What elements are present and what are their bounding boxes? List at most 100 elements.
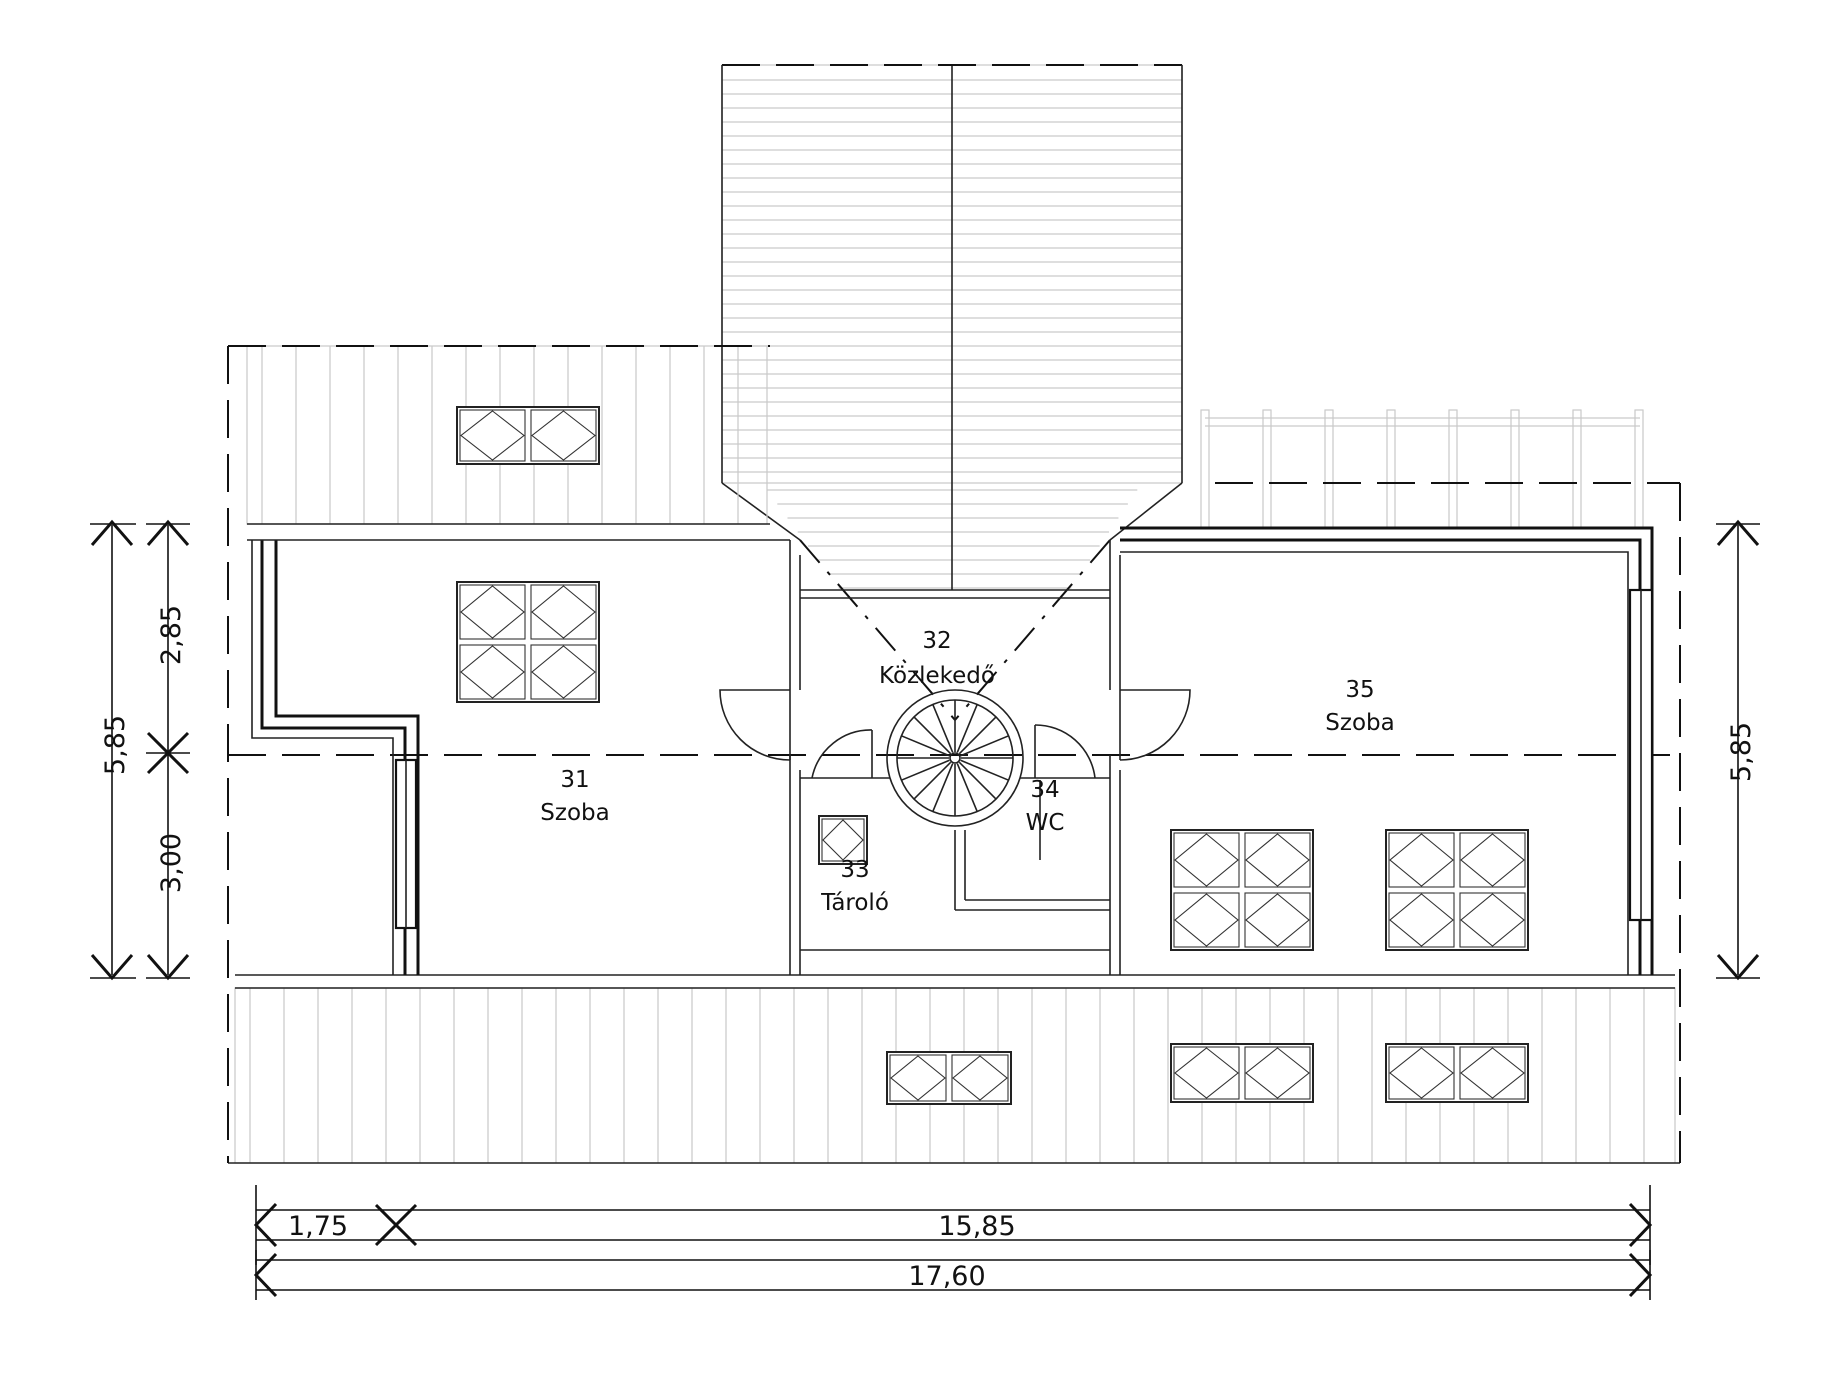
skylight-frame [456, 581, 600, 703]
skylight-diamond [460, 645, 525, 699]
skylight-diamond [531, 585, 596, 639]
skylight-pane [1459, 892, 1526, 948]
door-room31 [719, 689, 791, 761]
skylight-pane [1173, 892, 1240, 948]
room-33: 33 Tároló [820, 857, 889, 916]
terrace-railing [1200, 409, 1644, 529]
stair-tread [958, 716, 997, 755]
room-34: 34 WC [1026, 777, 1065, 836]
skylight-diamond [460, 410, 525, 461]
skylight-frame [1385, 829, 1529, 951]
outline-dashed [227, 346, 1681, 1163]
stair-tread [901, 759, 950, 781]
skylights [456, 406, 1529, 1105]
stair-tread [913, 761, 952, 800]
railing-post [1448, 409, 1458, 529]
window-right [1628, 588, 1654, 922]
skylight-pane [1173, 1046, 1240, 1100]
skylight [456, 406, 600, 465]
stair-tread [913, 716, 952, 755]
room-31-name: Szoba [540, 800, 609, 826]
skylight-pane [1388, 892, 1455, 948]
spiral-staircase [886, 689, 1024, 827]
skylight-diamond [822, 819, 864, 861]
skylight-pane [530, 584, 597, 640]
room-35: 35 Szoba [1325, 677, 1394, 736]
skylight-diamond [1245, 893, 1310, 947]
skylight-diamond [1245, 833, 1310, 887]
room-31: 31 Szoba [540, 767, 609, 826]
dim-left-split: 2,85 3,00 [146, 519, 190, 981]
dim-left-upper-label: 2,85 [156, 605, 187, 665]
room-32: 32 Közlekedő [879, 628, 995, 689]
stair-tread [901, 735, 950, 757]
skylight [1170, 829, 1314, 951]
skylight-pane [1244, 832, 1311, 888]
railing-post [1386, 409, 1396, 529]
skylight-pane [821, 818, 865, 862]
skylight-pane [951, 1054, 1009, 1102]
door-wc [1034, 724, 1096, 779]
skylight-pane [530, 644, 597, 700]
skylight-diamond [1174, 893, 1239, 947]
skylight-pane [1388, 832, 1455, 888]
skylight-pane [530, 409, 597, 462]
room-32-number: 32 [922, 628, 951, 654]
skylight-pane [459, 409, 526, 462]
skylight-pane [1173, 832, 1240, 888]
skylight [886, 1051, 1012, 1105]
skylight-frame [818, 815, 868, 865]
room-31-number: 31 [560, 767, 589, 793]
skylight [1385, 1043, 1529, 1103]
dim-left-total-label: 5,85 [100, 715, 131, 775]
room-32-name: Közlekedő [879, 663, 995, 689]
dim-right-total: 5,85 [1716, 519, 1760, 981]
skylight-frame [1170, 1043, 1314, 1103]
stair-tread [956, 763, 978, 812]
skylight-pane [1244, 1046, 1311, 1100]
dim-bottom-left-label: 1,75 [288, 1211, 348, 1242]
skylight-frame [456, 406, 600, 465]
room-35-number: 35 [1345, 677, 1374, 703]
skylight-diamond [1389, 833, 1454, 887]
skylight-diamond [952, 1055, 1008, 1101]
stair-tread [932, 704, 954, 753]
dim-bottom-split: 1,75 15,85 [253, 1185, 1653, 1265]
skylight-frame [886, 1051, 1012, 1105]
railing-post [1510, 409, 1520, 529]
dim-left-total: 5,85 [90, 519, 136, 981]
door-storage [811, 729, 873, 779]
dim-left-lower-label: 3,00 [156, 833, 187, 893]
skylight-pane [1459, 1046, 1526, 1100]
skylight-diamond [1389, 893, 1454, 947]
stair-tread [932, 763, 954, 812]
dim-bottom-total: 17,60 [253, 1250, 1653, 1300]
railing-post [1634, 409, 1644, 529]
railing-post [1200, 409, 1210, 529]
skylight-pane [459, 584, 526, 640]
skylight-frame [1385, 1043, 1529, 1103]
dim-bottom-total-label: 17,60 [908, 1261, 985, 1292]
room-33-name: Tároló [820, 890, 889, 916]
skylight-diamond [531, 645, 596, 699]
skylight-pane [1388, 1046, 1455, 1100]
skylight-diamond [1174, 833, 1239, 887]
skylight-diamond [1460, 833, 1525, 887]
skylight-diamond [531, 410, 596, 461]
skylight-diamond [1460, 1047, 1525, 1099]
roof-tower [721, 64, 1183, 590]
skylight [456, 581, 600, 703]
room-34-name: WC [1026, 810, 1065, 836]
skylight [1170, 1043, 1314, 1103]
stair-tread [956, 704, 978, 753]
stair-tread [960, 735, 1009, 757]
skylight-diamond [1460, 893, 1525, 947]
skylight-diamond [1389, 1047, 1454, 1099]
dim-bottom-right-label: 15,85 [938, 1211, 1015, 1242]
roof-upper-left [228, 345, 770, 525]
skylight [1385, 829, 1529, 951]
door-room35 [1119, 689, 1191, 761]
dim-right-total-label: 5,85 [1726, 722, 1757, 782]
room-33-number: 33 [840, 857, 869, 883]
